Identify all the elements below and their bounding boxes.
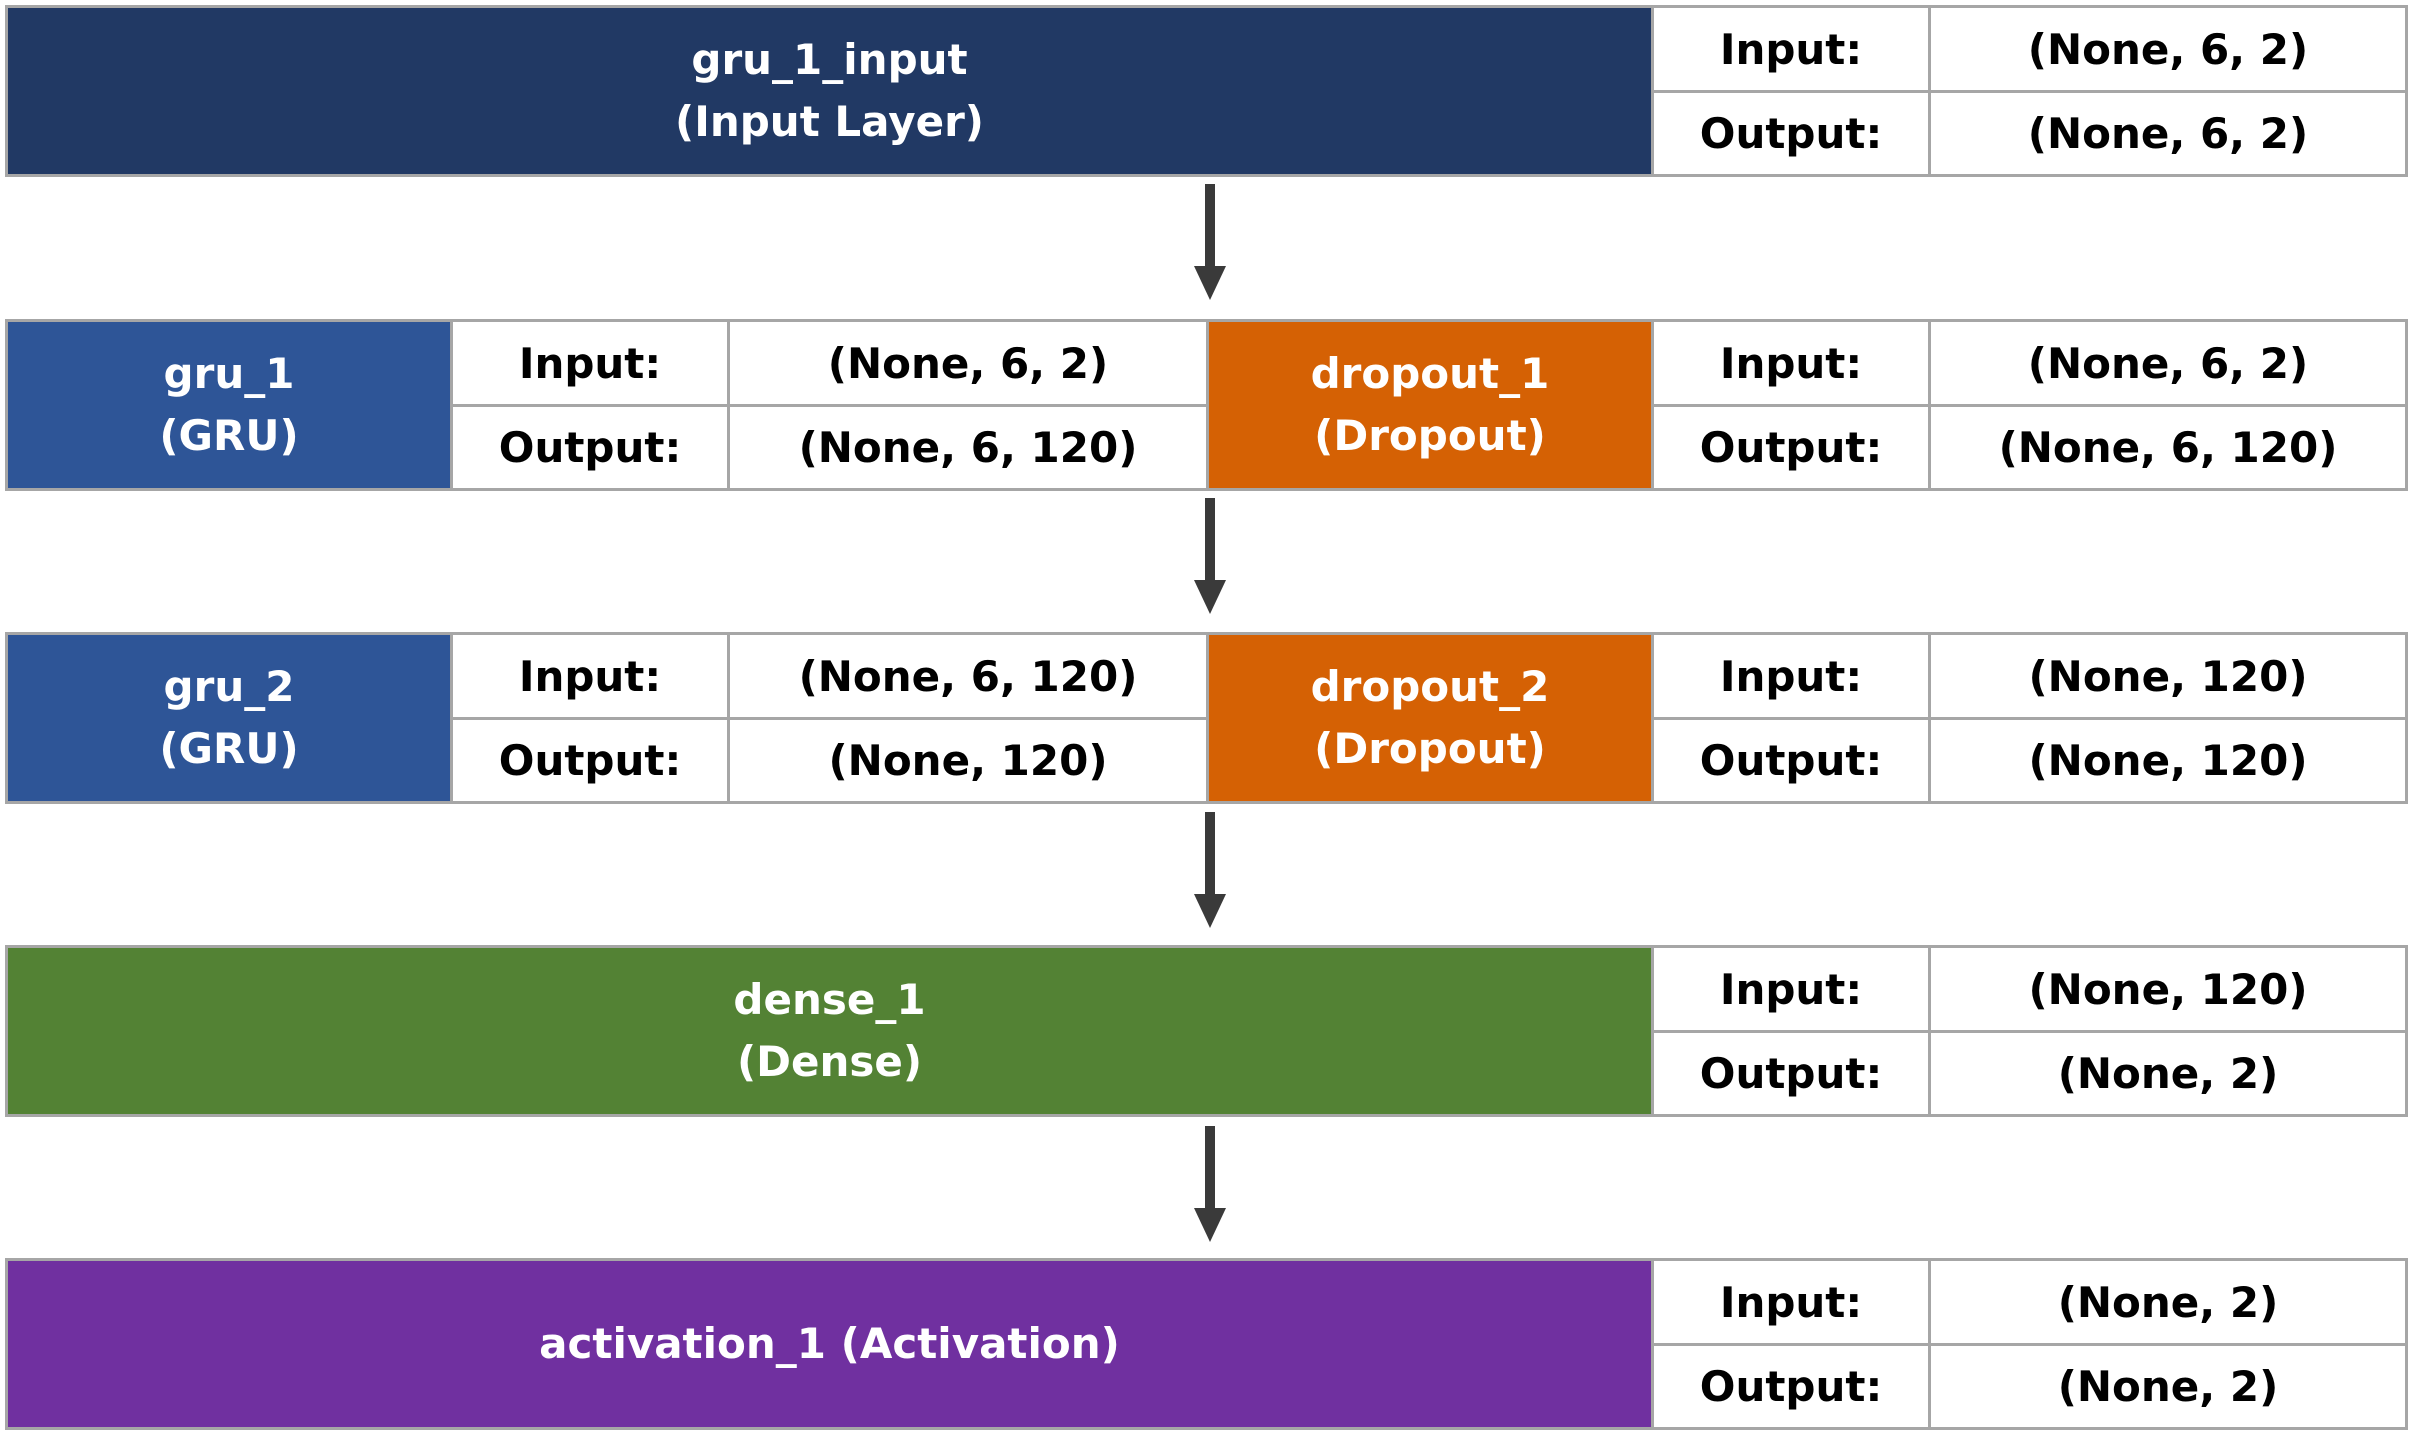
layer-name: dense_1	[733, 975, 926, 1024]
flow-arrow-4	[1194, 1126, 1226, 1246]
layer-name: gru_2	[163, 662, 295, 711]
layer-name: dropout_2	[1310, 662, 1550, 711]
layer-type: (GRU)	[159, 724, 299, 773]
io-value-output: (None, 2)	[1928, 1030, 2408, 1117]
layer-type: (Input Layer)	[675, 97, 984, 146]
layer-type: (Dense)	[736, 1037, 923, 1086]
layer-dense-1: dense_1 (Dense)	[5, 945, 1654, 1117]
io-value-input: (None, 6, 2)	[1928, 319, 2408, 407]
layer-label: activation_1 (Activation)	[539, 1319, 1120, 1368]
flow-arrow-3	[1194, 812, 1226, 932]
io-label-output: Output:	[1651, 1343, 1931, 1430]
io-value-output: (None, 120)	[727, 717, 1209, 804]
layer-gru-1-input: gru_1_input (Input Layer)	[5, 5, 1654, 177]
io-label-output: Output:	[1651, 90, 1931, 177]
layer-name: gru_1	[163, 349, 295, 398]
io-label-output: Output:	[450, 717, 730, 804]
flow-arrow-2	[1194, 498, 1226, 618]
io-label-input: Input:	[1651, 1258, 1931, 1346]
io-value-input: (None, 6, 2)	[727, 319, 1209, 407]
layer-gru-1: gru_1 (GRU)	[5, 319, 453, 491]
io-label-output: Output:	[1651, 404, 1931, 491]
io-value-input: (None, 120)	[1928, 632, 2408, 720]
flow-arrow-1	[1194, 184, 1226, 304]
layer-type: (Dropout)	[1314, 724, 1546, 773]
io-label-input: Input:	[450, 319, 730, 407]
io-value-input: (None, 120)	[1928, 945, 2408, 1033]
layer-activation-1: activation_1 (Activation)	[5, 1258, 1654, 1430]
io-value-output: (None, 120)	[1928, 717, 2408, 804]
io-value-output: (None, 6, 120)	[727, 404, 1209, 491]
io-value-output: (None, 6, 120)	[1928, 404, 2408, 491]
layer-type: (Dropout)	[1314, 411, 1546, 460]
layer-type: (GRU)	[159, 411, 299, 460]
io-value-output: (None, 2)	[1928, 1343, 2408, 1430]
io-label-output: Output:	[1651, 717, 1931, 804]
io-value-output: (None, 6, 2)	[1928, 90, 2408, 177]
layer-dropout-2: dropout_2 (Dropout)	[1206, 632, 1654, 804]
io-value-input: (None, 2)	[1928, 1258, 2408, 1346]
io-label-input: Input:	[1651, 632, 1931, 720]
layer-name: dropout_1	[1310, 349, 1550, 398]
io-label-input: Input:	[450, 632, 730, 720]
io-value-input: (None, 6, 120)	[727, 632, 1209, 720]
io-value-input: (None, 6, 2)	[1928, 5, 2408, 93]
io-label-input: Input:	[1651, 5, 1931, 93]
io-label-output: Output:	[450, 404, 730, 491]
layer-dropout-1: dropout_1 (Dropout)	[1206, 319, 1654, 491]
io-label-output: Output:	[1651, 1030, 1931, 1117]
layer-gru-2: gru_2 (GRU)	[5, 632, 453, 804]
io-label-input: Input:	[1651, 319, 1931, 407]
io-label-input: Input:	[1651, 945, 1931, 1033]
layer-name: gru_1_input	[691, 35, 968, 84]
